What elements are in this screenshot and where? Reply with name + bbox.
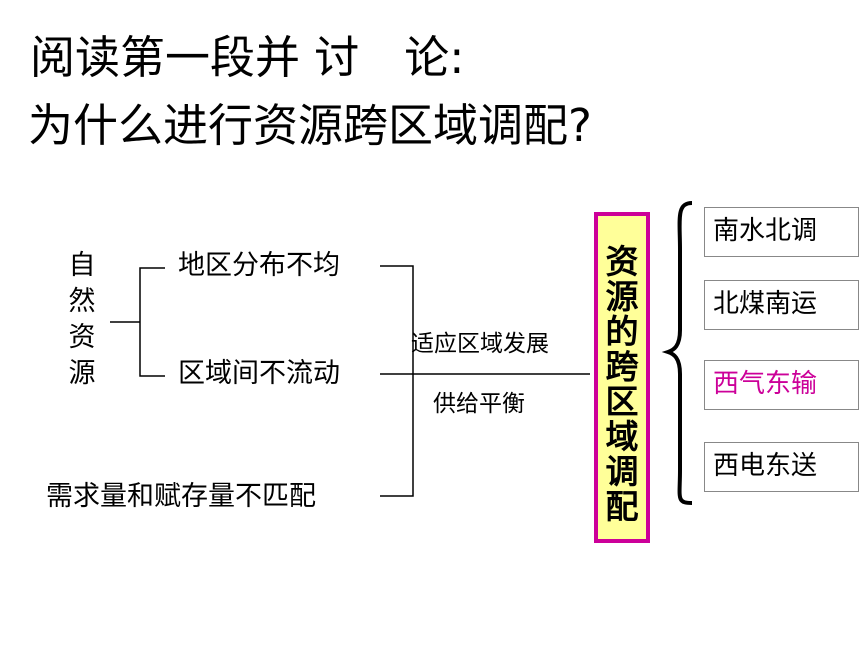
project-box-west-east-gas: 西气东输 — [704, 360, 859, 410]
title-line-2: 为什么进行资源跨区域调配? — [28, 99, 592, 152]
project-box-north-south-coal: 北煤南运 — [704, 280, 859, 330]
project-box-south-north-water: 南水北调 — [704, 207, 859, 257]
project-label: 西气东输 — [713, 369, 818, 399]
project-box-west-east-power: 西电东送 — [704, 442, 859, 492]
label-adapt-development: 适应区域发展 — [411, 331, 549, 357]
bracket-natural-resources — [139, 267, 165, 377]
curly-brace — [661, 201, 693, 505]
title-line-1: 阅读第一段并 讨 论: — [30, 31, 465, 84]
bracket-factors — [380, 265, 414, 497]
label-supply-balance: 供给平衡 — [433, 391, 525, 417]
project-label: 南水北调 — [713, 216, 818, 246]
project-label: 北煤南运 — [713, 289, 818, 319]
node-uneven-distribution: 地区分布不均 — [178, 250, 340, 281]
project-label: 西电东送 — [713, 451, 818, 481]
node-no-flow: 区域间不流动 — [178, 358, 340, 389]
natural-resources-label: 自 然 资 源 — [68, 250, 96, 389]
node-mismatch: 需求量和赋存量不匹配 — [46, 481, 316, 512]
central-box-resource-allocation: 资 源 的 跨 区 域 调 配 — [594, 212, 650, 543]
